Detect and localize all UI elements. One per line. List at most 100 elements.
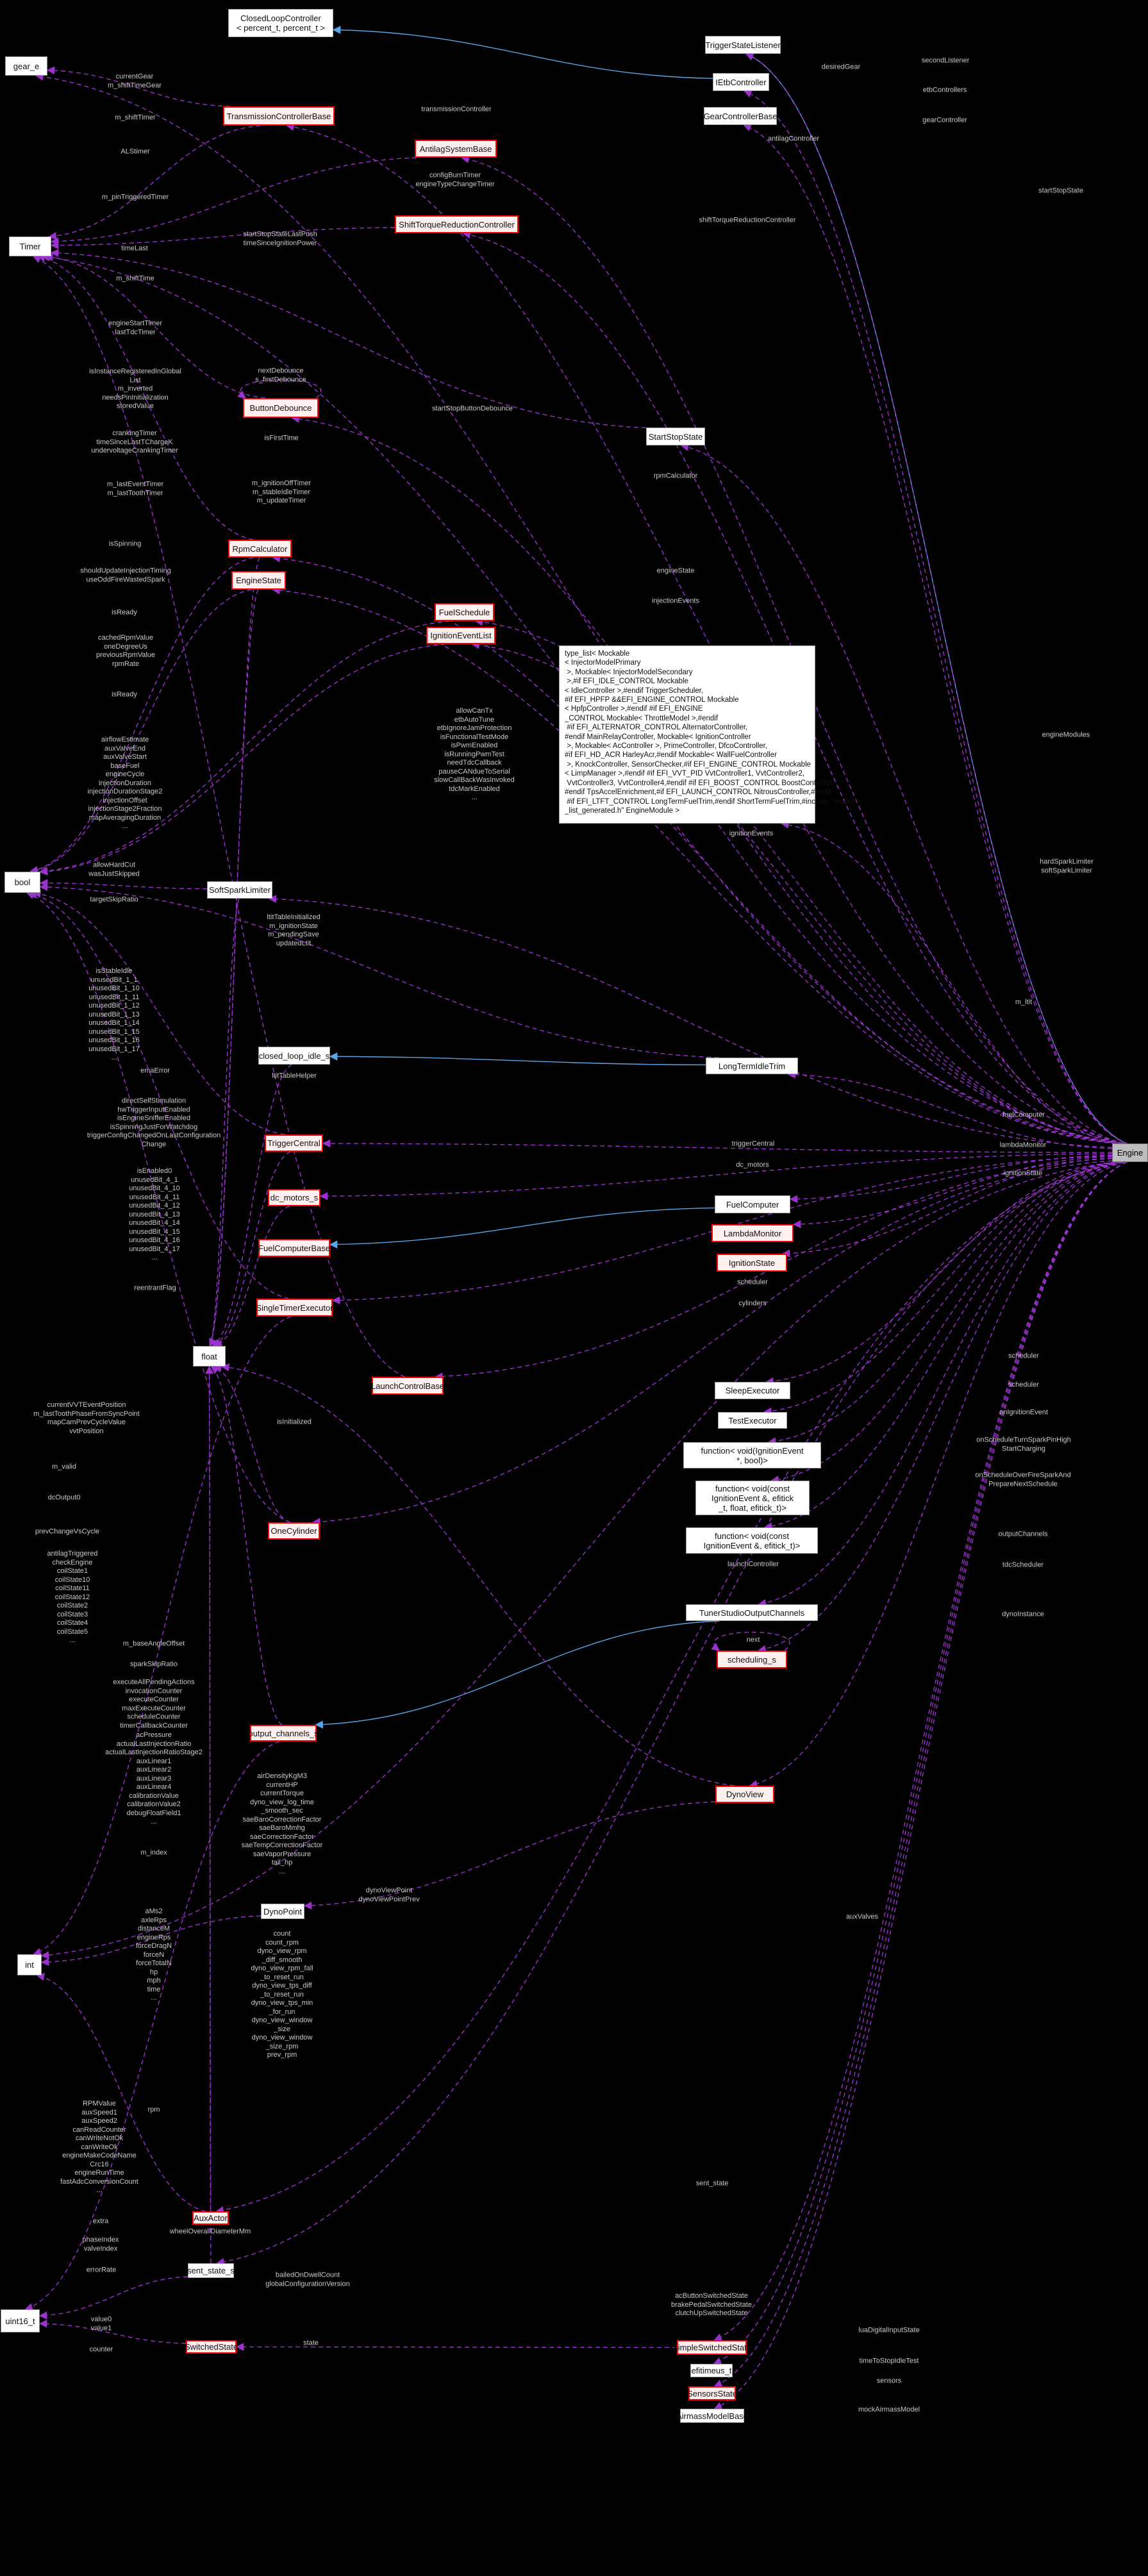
- edge-engine-to-gear_controller_base: [743, 124, 1127, 1144]
- class-node-scheduling_s[interactable]: scheduling_s: [717, 1650, 787, 1668]
- edge-label: mockAirmassModel: [858, 2406, 920, 2414]
- edge-button_debounce-to-timer: [44, 253, 266, 399]
- class-node-shift_torque_reduction_controller[interactable]: ShiftTorqueReductionController: [395, 215, 519, 233]
- class-node-simple_switched_state[interactable]: SimpleSwitchedState: [672, 2340, 751, 2355]
- edge-label: transmissionController: [421, 105, 492, 113]
- class-node-engine_state[interactable]: EngineState: [231, 571, 286, 590]
- edge-label: count count_rpm dyno_view_rpm _diff_smoo…: [251, 1929, 313, 2059]
- class-node-ignition_event_list[interactable]: IgnitionEventList: [426, 627, 495, 644]
- class-node-timer[interactable]: Timer: [9, 237, 51, 256]
- class-node-uint16_t_node[interactable]: uint16_t: [1, 2309, 40, 2332]
- edge-engine-to-transmission_controller_base: [286, 122, 1123, 1144]
- edge-dyno_view-to-float_node: [220, 1363, 735, 1786]
- edge-engine-to-trigger_central: [322, 1139, 1113, 1153]
- class-node-fuel_computer_base[interactable]: FuelComputerBase: [258, 1239, 330, 1257]
- edge-ietb_controller-to-closed_loop_controller: [332, 26, 713, 79]
- edge-engine-to-int_node: [40, 1161, 1118, 1959]
- edge-label: extra: [92, 2217, 109, 2225]
- class-node-sensors_state[interactable]: SensorsState: [687, 2386, 737, 2400]
- edge-sent_state_s-to-float_node: [205, 1365, 213, 2264]
- edge-label: ltitTableInitialized m_ignitionState m_p…: [267, 913, 320, 947]
- edge-label: airDensityKgM3 currentHP currentTorque d…: [241, 1772, 323, 1875]
- edge-label: crankingTimer timeSinceLastTChargeK unde…: [91, 429, 178, 454]
- class-node-dyno_point[interactable]: DynoPoint: [261, 1904, 304, 1919]
- class-node-long_term_idle_trim[interactable]: LongTermIdleTrim: [706, 1058, 798, 1074]
- class-node-rpm_calculator[interactable]: RpmCalculator: [228, 540, 292, 558]
- edge-label: gearController: [922, 116, 967, 124]
- class-node-antilag_system_base[interactable]: AntilagSystemBase: [415, 140, 497, 158]
- class-node-ietb_controller[interactable]: IEtbController: [713, 73, 769, 91]
- edge-long_term_idle_trim-to-bool_node: [39, 883, 719, 1058]
- edge-button_debounce-to-button_debounce: [237, 379, 322, 399]
- class-node-closed_loop_idle_s[interactable]: closed_loop_idle_s: [258, 1047, 330, 1065]
- class-node-bool_node[interactable]: bool: [4, 872, 40, 893]
- edge-label: value0 value1: [90, 2315, 112, 2332]
- edge-label: emaError: [140, 1067, 170, 1075]
- class-node-efitimeus_t[interactable]: efitimeus_t: [690, 2364, 733, 2377]
- class-node-function_ignition_event_bool[interactable]: function< void(IgnitionEvent *, bool)>: [683, 1442, 821, 1468]
- class-node-gear_e[interactable]: gear_e: [5, 56, 47, 76]
- class-node-trigger_central[interactable]: TriggerCentral: [265, 1134, 323, 1152]
- edge-engine-to-sleep_executor: [765, 1161, 1116, 1386]
- edge-label: airflowEstimate auxValveEnd auxValveStar…: [87, 735, 163, 830]
- class-node-function_const_ignition_2[interactable]: function< void(const IgnitionEvent &, ef…: [686, 1527, 818, 1554]
- edge-label: isInitialized: [277, 1418, 312, 1426]
- class-node-button_debounce[interactable]: ButtonDebounce: [243, 398, 319, 418]
- edge-engine-to-function_const_ignition_2: [763, 1161, 1121, 1531]
- class-node-type_list[interactable]: type_list< Mockable < InjectorModelPrima…: [559, 645, 861, 824]
- edge-transmission_controller_base-to-timer: [48, 125, 261, 240]
- edge-engine-to-sensors_state: [713, 1161, 1127, 2388]
- edge-label: tdcScheduler: [1002, 1561, 1044, 1569]
- class-node-single_timer_executor[interactable]: SingleTimerExecutor: [256, 1299, 333, 1317]
- class-node-engine[interactable]: Engine: [1112, 1143, 1148, 1162]
- class-node-lambda_monitor[interactable]: LambdaMonitor: [711, 1224, 794, 1242]
- edge-label: phaseIndex valveIndex: [82, 2236, 119, 2253]
- class-node-trigger_state_listener[interactable]: TriggerStateListener: [705, 36, 781, 54]
- edge-shift_torque_reduction_controller-to-timer: [50, 227, 395, 250]
- class-node-aux_actor[interactable]: AuxActor: [192, 2211, 229, 2225]
- class-node-fuel_schedule[interactable]: FuelSchedule: [435, 603, 494, 621]
- class-node-start_stop_state[interactable]: StartStopState: [646, 428, 705, 445]
- edge-engine-to-fuel_computer: [789, 1154, 1113, 1204]
- class-node-gear_controller_base[interactable]: GearControllerBase: [704, 107, 777, 125]
- edge-engine-to-trigger_state_listener: [745, 53, 1127, 1144]
- edge-label: m_valid: [52, 1463, 76, 1471]
- class-node-sleep_executor[interactable]: SleepExecutor: [715, 1382, 790, 1399]
- edge-label: state: [303, 2339, 319, 2347]
- class-node-output_channels_s[interactable]: output_channels_s: [248, 1725, 319, 1741]
- edge-long_term_idle_trim-to-closed_loop_idle_s: [329, 1052, 706, 1066]
- class-node-closed_loop_controller[interactable]: ClosedLoopController < percent_t, percen…: [228, 9, 333, 37]
- class-node-float_node[interactable]: float: [193, 1346, 226, 1367]
- edge-label: next: [746, 1636, 760, 1644]
- edge-engine-to-function_ignition_event_bool: [767, 1161, 1119, 1445]
- edge-label: m_shiftTime: [116, 274, 154, 283]
- class-node-soft_spark_limiter[interactable]: SoftSparkLimiter: [207, 881, 272, 899]
- class-node-int_node[interactable]: int: [17, 1954, 42, 1975]
- edge-output_channels_s-to-uint16_t_node: [24, 1741, 280, 2311]
- edge-engine-to-soft_spark_limiter: [268, 895, 1113, 1148]
- edge-label: directSelfStimulation hwTriggerInputEnab…: [87, 1097, 221, 1149]
- edge-label: allowHardCut wasJustSkipped: [88, 861, 140, 878]
- class-node-airmass_model_base[interactable]: AirmassModelBase: [676, 2409, 748, 2423]
- class-node-test_executor[interactable]: TestExecutor: [718, 1412, 787, 1429]
- class-node-one_cylinder[interactable]: OneCylinder: [268, 1522, 320, 1540]
- edge-label: aMs2 axleRps distanceM engineRps forceDr…: [135, 1907, 172, 2002]
- edge-label: RPMValue auxSpeed1 auxSpeed2 canReadCoun…: [60, 2099, 138, 2194]
- class-node-transmission_controller_base[interactable]: TransmissionControllerBase: [223, 106, 335, 126]
- edge-engine-to-start_stop_state: [680, 443, 1124, 1144]
- class-node-function_const_ignition_4[interactable]: function< void(const IgnitionEvent &, ef…: [695, 1481, 810, 1515]
- class-node-sent_state_s[interactable]: sent_state_s: [187, 2263, 235, 2278]
- edge-single_timer_executor-to-int_node: [33, 1316, 292, 1956]
- edge-label: engineState: [656, 567, 695, 575]
- class-node-dyno_view[interactable]: DynoView: [715, 1786, 774, 1803]
- class-node-dc_motors_s[interactable]: dc_motors_s: [268, 1189, 320, 1206]
- edge-label: isEnabled0 unusedBit_4_1 unusedBit_4_10 …: [129, 1167, 180, 1261]
- class-node-switched_state[interactable]: SwitchedState: [185, 2340, 238, 2354]
- edge-label: rpmCalculator: [653, 472, 698, 480]
- class-node-tuner_studio_output_channels[interactable]: TunerStudioOutputChannels: [686, 1604, 818, 1621]
- class-node-ignition_state[interactable]: IgnitionState: [717, 1254, 787, 1272]
- class-node-fuel_computer[interactable]: FuelComputer: [715, 1195, 790, 1213]
- class-node-launch_control_base[interactable]: LaunchControlBase: [371, 1377, 444, 1395]
- edge-rpm_calculator-to-timer: [37, 253, 253, 540]
